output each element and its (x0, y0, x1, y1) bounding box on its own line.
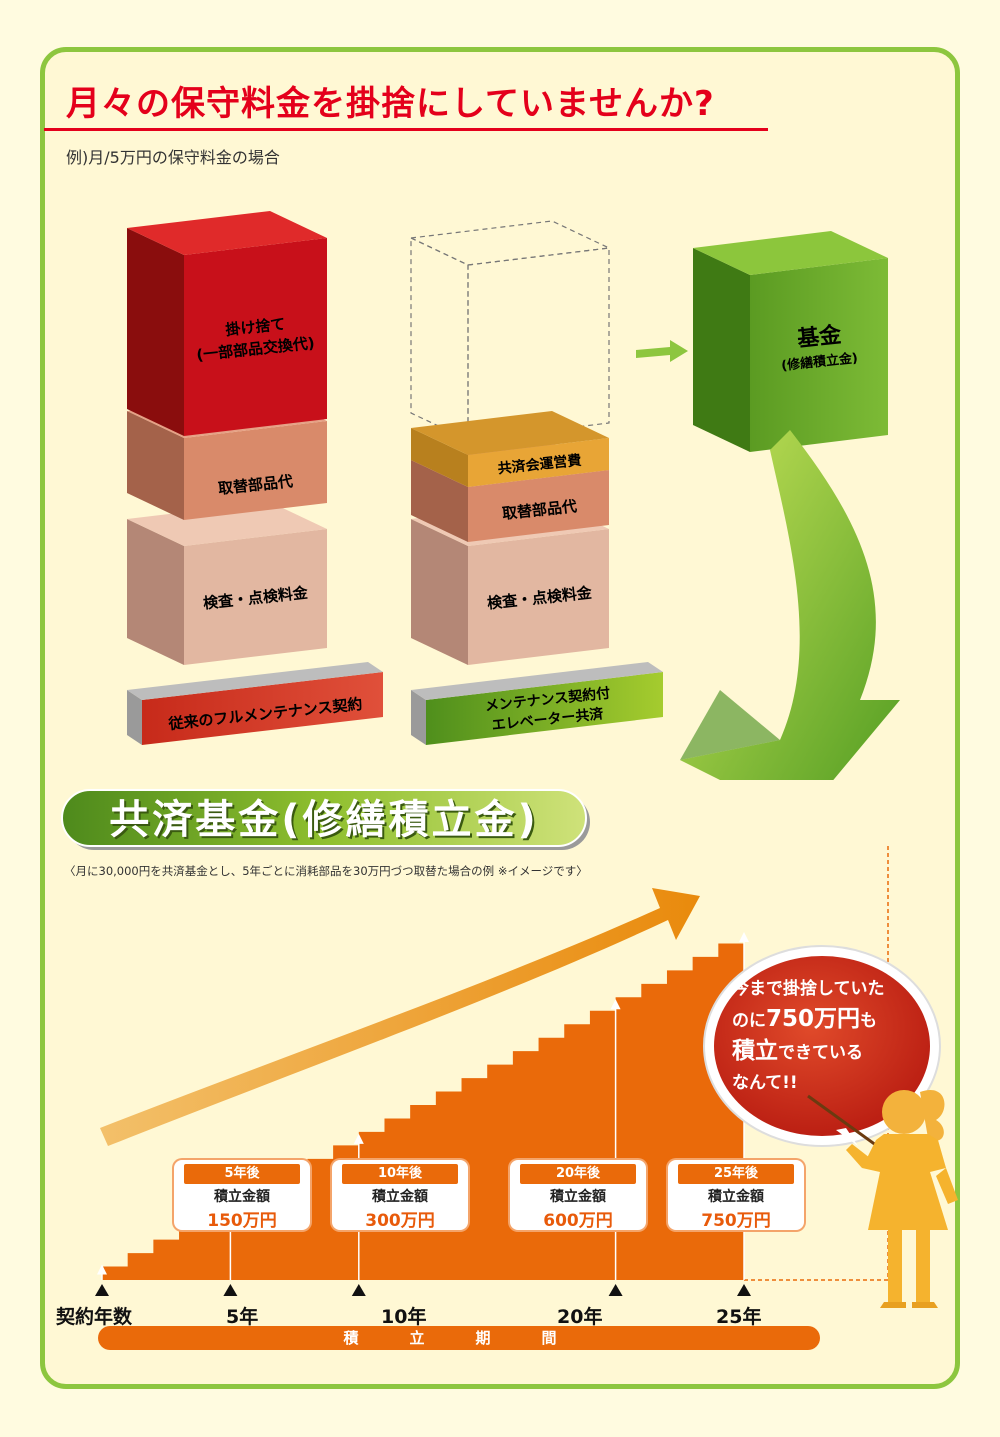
x-label-20: 20年 (557, 1306, 603, 1328)
left-block-inspection (127, 502, 327, 665)
bubble-line3: 積立できている (732, 1038, 863, 1064)
axis-start-label: 契約年数 (56, 1306, 133, 1328)
presenter-icon (807, 1089, 958, 1308)
period-bar: 積 立 期 間 (98, 1326, 820, 1350)
bubble-line1: 今まで掛捨していた (732, 979, 885, 999)
right-stack (408, 220, 663, 745)
card-value: 150万円 (207, 1211, 277, 1230)
card-period: 5年後 (184, 1164, 300, 1184)
page-subtitle: 例)月/5万円の保守料金の場合 (66, 148, 280, 167)
amount-card: 25年後積立金額 750万円 (668, 1160, 804, 1230)
amount-card: 10年後積立金額 300万円 (332, 1160, 468, 1230)
x-label-10: 10年 (381, 1306, 427, 1328)
marker-year-25 (737, 1284, 751, 1296)
height-arrow-10 (353, 1133, 364, 1144)
card-value: 750万円 (701, 1211, 771, 1230)
left-stack (127, 211, 383, 745)
card-period: 20年後 (520, 1164, 636, 1184)
fund-note: 〈月に30,000円を共済基金とし、5年ごとに消耗部品を30万円づつ取替た場合の… (64, 864, 588, 878)
height-arrow-20 (610, 999, 621, 1010)
x-label-25: 25年 (716, 1306, 762, 1328)
height-arrow-25 (739, 932, 749, 942)
marker-year-10 (351, 1284, 366, 1296)
marker-year-20 (608, 1284, 623, 1296)
left-block-red (127, 211, 327, 436)
small-arrow-icon (636, 340, 688, 362)
card-period: 25年後 (678, 1164, 794, 1184)
amount-card: 5年後積立金額 150万円 (174, 1160, 310, 1230)
card-value: 300万円 (365, 1211, 435, 1230)
amount-card: 20年後積立金額 600万円 (510, 1160, 646, 1230)
right-block-operating (411, 411, 609, 487)
period-label: 積 立 期 間 (343, 1329, 575, 1347)
fund-block-line1: 基金 (796, 322, 843, 353)
fund-banner-title: 共済基金(修繕積立金) (109, 797, 539, 843)
fund-banner (61, 789, 590, 850)
left-stack-label-slab (127, 662, 383, 745)
height-arrow-start (97, 1264, 107, 1275)
card-label: 積立金額 (708, 1189, 764, 1205)
curved-arrow-icon (680, 430, 900, 780)
card-value: 600万円 (543, 1211, 613, 1230)
bubble-line4: なんて!! (732, 1073, 798, 1093)
growth-arrow-icon (100, 888, 700, 1146)
bubble-line2: のに750万円も (732, 1006, 878, 1032)
card-label: 積立金額 (550, 1189, 606, 1205)
marker-year-5 (223, 1284, 238, 1296)
x-label-5: 5年 (226, 1306, 259, 1328)
card-label: 積立金額 (214, 1189, 270, 1205)
title-underline (44, 128, 768, 131)
page-title: 月々の保守料金を掛捨にしていませんか? (66, 84, 715, 124)
fund-block (693, 231, 888, 452)
card-label: 積立金額 (372, 1189, 428, 1205)
card-period: 10年後 (342, 1164, 458, 1184)
right-stack-label-slab (411, 662, 663, 745)
bubble-text: 今まで掛捨していた のに750万円も 積立できている なんて!! (732, 974, 922, 1098)
stacks-illustration: 掛け捨て (一部部品交換代) 取替部品代 検査・点検料金 従来のフルメンテナンス… (127, 211, 900, 780)
marker-start (95, 1284, 109, 1296)
